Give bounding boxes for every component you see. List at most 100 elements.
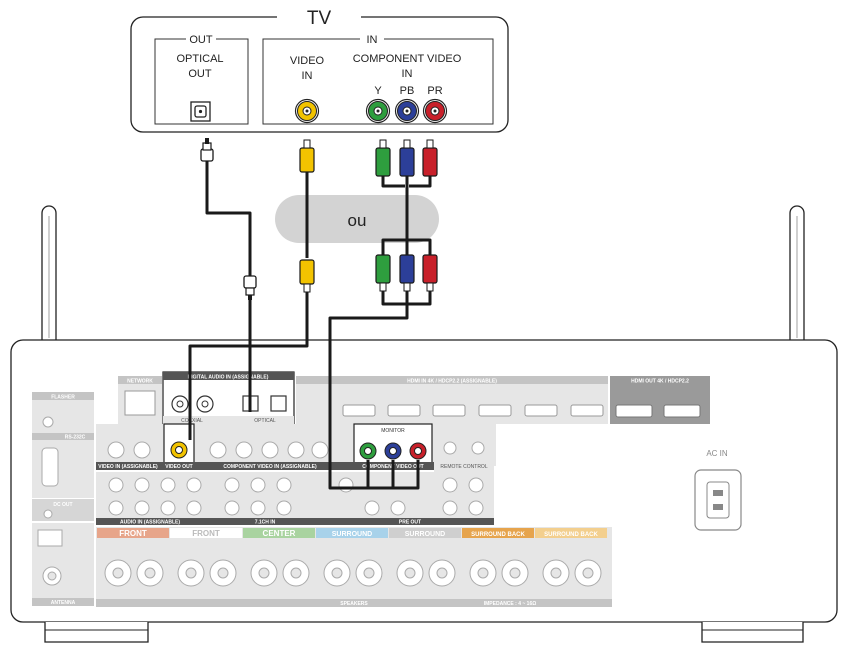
- hdmi-in-port-4[interactable]: [432, 404, 466, 417]
- antenna-label: ANTENNA: [51, 600, 76, 606]
- tv-in-section: IN VIDEO IN COMPONENT VIDEO IN Y PB PR: [262, 33, 494, 125]
- hdmi-in-label: HDMI IN 4K / HDCP2.2 (ASSIGNABLE): [407, 379, 497, 385]
- coaxial-label: COAXIAL: [181, 418, 203, 424]
- hdmi-in-port-2[interactable]: [342, 404, 376, 417]
- speaker-group-surround-back-l: [535, 528, 607, 538]
- component-plugs-tv: [375, 139, 438, 177]
- cables: [188, 160, 432, 490]
- or-callout: ou: [275, 195, 439, 243]
- tv-out-header: OUT: [189, 34, 213, 46]
- pre-out-label: PRE OUT: [399, 520, 421, 526]
- ac-in-section: AC IN: [694, 449, 742, 531]
- speaker-group-center: [243, 528, 315, 538]
- network-port[interactable]: [124, 390, 156, 416]
- receiver-component-y-jack[interactable]: [359, 442, 377, 460]
- speaker-group-front-l: [170, 528, 242, 538]
- ch-in-label: 7.1CH IN: [255, 520, 276, 526]
- tv-out-section: OUT OPTICAL OUT: [154, 33, 249, 125]
- tv-optical-label-2: OUT: [188, 68, 212, 80]
- impedance-label: IMPEDANCE : 4 ~ 16Ω: [484, 601, 537, 607]
- hdmi-out-port-1[interactable]: [615, 404, 653, 418]
- network-label: NETWORK: [127, 379, 153, 385]
- tv-component-pb-jack[interactable]: [394, 98, 420, 124]
- tv-title: TV: [307, 8, 332, 29]
- left-panels: FLASHER RS-232C DC OUT ANTENNA: [32, 392, 94, 606]
- tv-optical-label: OPTICAL: [176, 53, 223, 65]
- speaker-group-front-r: [97, 528, 169, 538]
- speaker-group-front-r-label: FRONT: [119, 529, 147, 538]
- tv-in-header: IN: [367, 34, 378, 46]
- audio-preout-row: AUDIO IN (ASSIGNABLE) 7.1CH IN PRE OUT: [96, 472, 494, 526]
- speaker-group-surround-back-l-label: SURROUND BACK: [544, 532, 598, 538]
- receiver-video-out-jack[interactable]: [170, 441, 188, 459]
- flasher-rs232c-panel: [32, 392, 94, 498]
- speaker-group-surround-r-label: SURROUND: [332, 531, 372, 538]
- receiver: FLASHER RS-232C DC OUT ANTENNA NETWORK: [10, 205, 838, 643]
- optical-plug-tv: [200, 138, 214, 162]
- hdmi-out-label: HDMI OUT 4K / HDCP2.2: [631, 379, 689, 385]
- video-component-row: MONITOR VIDEO IN (ASSIGNABLE) COMPONENT …: [96, 423, 496, 472]
- video-out-label: VIDEO OUT: [165, 464, 193, 470]
- speaker-group-center-label: CENTER: [263, 529, 296, 538]
- rs232c-label: RS-232C: [65, 435, 86, 441]
- component-monitor-label: MONITOR: [381, 428, 405, 434]
- remote-control-label: REMOTE CONTROL: [440, 464, 487, 470]
- speaker-group-surround-back-r-label: SURROUND BACK: [471, 532, 525, 538]
- video-in-label: VIDEO IN (ASSIGNABLE): [98, 464, 158, 470]
- component-cable-to-receiver: [328, 304, 420, 490]
- component-split-cable: [381, 238, 432, 255]
- speakers-label: SPEAKERS: [340, 601, 368, 607]
- hdmi-out-section: HDMI OUT 4K / HDCP2.2: [610, 376, 710, 424]
- tv-pr-label: PR: [427, 85, 442, 97]
- optical-cable: [205, 160, 252, 412]
- composite-video-cable: [188, 170, 309, 440]
- receiver-foot-left: [44, 622, 149, 643]
- or-label: ou: [348, 211, 367, 230]
- or-callout-pill: [275, 195, 439, 243]
- tv: TV OUT OPTICAL OUT IN VIDEO IN COMPONENT…: [130, 8, 509, 133]
- optical-plug-receiver: [243, 275, 257, 300]
- composite-plug-tv: [299, 139, 315, 173]
- speaker-group-surround-l-label: SURROUND: [405, 531, 445, 538]
- optical-in-jack-2[interactable]: [270, 395, 287, 412]
- tv-component-y-jack[interactable]: [365, 98, 391, 124]
- hdmi-in-port-6[interactable]: [524, 404, 558, 417]
- composite-plug-receiver: [299, 259, 315, 293]
- hdmi-in-port-7[interactable]: [570, 404, 604, 417]
- component-video-in-label: COMPONENT VIDEO IN (ASSIGNABLE): [223, 464, 317, 470]
- receiver-component-pr-jack[interactable]: [409, 442, 427, 460]
- dc-out-label: DC OUT: [53, 502, 72, 508]
- tv-component-label: COMPONENT VIDEO: [353, 53, 462, 65]
- network-section: NETWORK: [118, 376, 162, 424]
- tv-component-pr-jack[interactable]: [422, 98, 448, 124]
- tv-video-in-label: VIDEO: [290, 55, 325, 67]
- optical-label: OPTICAL: [254, 418, 276, 424]
- tv-component-label-2: IN: [402, 68, 413, 80]
- ac-in-label: AC IN: [706, 449, 728, 458]
- component-merge-cable: [381, 290, 432, 306]
- digital-audio-in-section: DIGITAL AUDIO IN (ASSIGNABLE) COAXIAL OP…: [162, 371, 295, 428]
- speaker-group-surround-l: [389, 528, 461, 538]
- tv-video-in-jack[interactable]: [294, 98, 320, 124]
- tv-video-in-label-2: IN: [302, 70, 313, 82]
- tv-optical-out-jack[interactable]: [190, 101, 211, 122]
- hdmi-in-section: HDMI IN 4K / HDCP2.2 (ASSIGNABLE): [296, 376, 608, 424]
- tv-pb-label: PB: [400, 85, 415, 97]
- component-pr-cable-top: [409, 175, 432, 188]
- speaker-group-surround-back-r: [462, 528, 534, 538]
- speaker-group-front-l-label: FRONT: [192, 529, 220, 538]
- component-y-cable-top: [381, 175, 405, 188]
- speaker-terminals: FRONT FRONT CENTER SURROUND SURROUND SUR…: [96, 527, 612, 607]
- speaker-group-surround-r: [316, 528, 388, 538]
- receiver-foot-right: [701, 622, 804, 643]
- hdmi-in-port-5[interactable]: [478, 404, 512, 417]
- component-plugs-receiver: [375, 254, 438, 292]
- flasher-label: FLASHER: [51, 395, 75, 401]
- hdmi-in-port-3[interactable]: [387, 404, 421, 417]
- hdmi-out-port-2[interactable]: [663, 404, 701, 418]
- receiver-component-pb-jack[interactable]: [384, 442, 402, 460]
- audio-in-label: AUDIO IN (ASSIGNABLE): [120, 520, 180, 526]
- digital-audio-in-label: DIGITAL AUDIO IN (ASSIGNABLE): [188, 375, 269, 381]
